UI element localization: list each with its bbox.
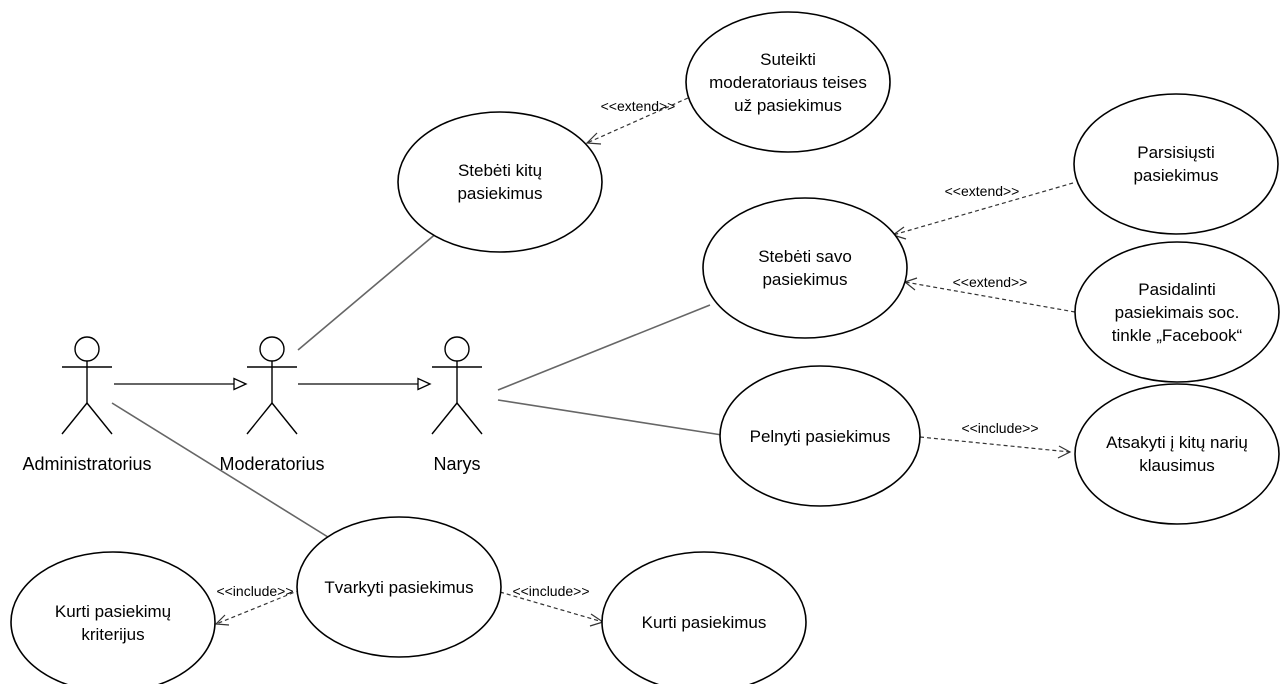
use-case-pasidalinti-line-3: tinkle „Facebook“ bbox=[1112, 326, 1243, 345]
actor-moderatorius-label: Moderatorius bbox=[219, 454, 324, 474]
use-case-kurti[interactable]: Kurti pasiekimus bbox=[601, 551, 807, 684]
use-case-suteikti-line-1: Suteikti bbox=[760, 50, 816, 69]
stereotype-include-kriterijus: <<include>> bbox=[216, 583, 293, 599]
stereotype-include-kurti: <<include>> bbox=[512, 583, 589, 599]
stereotype-extend-parsisiusti: <<extend>> bbox=[945, 183, 1020, 199]
use-case-atsakyti-line-2: klausimus bbox=[1139, 456, 1215, 475]
actor-narys[interactable]: Narys bbox=[431, 336, 483, 474]
actor-administratorius[interactable]: Administratorius bbox=[22, 336, 152, 474]
use-case-stebeti-kitu-line-2: pasiekimus bbox=[457, 184, 542, 203]
use-case-tvarkyti-line-1: Tvarkyti pasiekimus bbox=[324, 578, 473, 597]
use-case-parsisiusti-line-1: Parsisiųsti bbox=[1137, 143, 1214, 162]
stereotype-extend-suteikti: <<extend>> bbox=[601, 98, 676, 114]
actor-moderatorius[interactable]: Moderatorius bbox=[219, 336, 325, 474]
include-pelnyti-atsakyti bbox=[919, 436, 1072, 459]
use-case-atsakyti-line-1: Atsakyti į kitų narių bbox=[1106, 433, 1248, 452]
use-case-suteikti-line-3: už pasiekimus bbox=[734, 96, 842, 115]
assoc-administratorius-tvarkyti bbox=[111, 402, 337, 543]
use-case-kurti-kriterijus-line-1: Kurti pasiekimų bbox=[55, 602, 171, 621]
stick-figure-icon bbox=[246, 336, 298, 435]
use-case-suteikti[interactable]: Suteikti moderatoriaus teises už pasieki… bbox=[685, 11, 891, 153]
stereotype-extend-pasidalinti: <<extend>> bbox=[953, 274, 1028, 290]
assoc-moderatorius-stebeti-kitu bbox=[297, 231, 439, 351]
stick-figure-icon bbox=[61, 336, 113, 435]
use-case-kurti-line-1: Kurti pasiekimus bbox=[642, 613, 767, 632]
use-case-kurti-kriterijus[interactable]: Kurti pasiekimų kriterijus bbox=[10, 551, 216, 684]
use-case-stebeti-savo[interactable]: Stebėti savo pasiekimus bbox=[702, 197, 908, 339]
generalization-admin-moderator bbox=[114, 377, 248, 391]
actor-administratorius-label: Administratorius bbox=[22, 454, 151, 474]
use-case-suteikti-line-2: moderatoriaus teises bbox=[709, 73, 867, 92]
assoc-narys-stebeti-savo bbox=[497, 304, 711, 391]
use-case-stebeti-savo-line-1: Stebėti savo bbox=[758, 247, 852, 266]
use-case-kurti-kriterijus-line-2: kriterijus bbox=[81, 625, 144, 644]
use-case-parsisiusti[interactable]: Parsisiųsti pasiekimus bbox=[1073, 93, 1279, 235]
use-case-stebeti-savo-line-2: pasiekimus bbox=[762, 270, 847, 289]
use-case-pelnyti[interactable]: Pelnyti pasiekimus bbox=[719, 365, 921, 507]
use-case-pelnyti-line-1: Pelnyti pasiekimus bbox=[750, 427, 891, 446]
extend-suteikti-stebeti-kitu bbox=[585, 97, 689, 145]
generalization-moderator-narys bbox=[298, 377, 432, 391]
use-case-atsakyti[interactable]: Atsakyti į kitų narių klausimus bbox=[1074, 383, 1280, 525]
use-case-pasidalinti-line-2: pasiekimais soc. bbox=[1115, 303, 1240, 322]
use-case-pasidalinti-line-1: Pasidalinti bbox=[1138, 280, 1216, 299]
assoc-narys-pelnyti bbox=[497, 399, 723, 436]
stick-figure-icon bbox=[431, 336, 483, 435]
use-case-stebeti-kitu-line-1: Stebėti kitų bbox=[458, 161, 542, 180]
use-case-parsisiusti-line-2: pasiekimus bbox=[1133, 166, 1218, 185]
include-tvarkyti-kriterijus bbox=[214, 589, 301, 626]
actor-narys-label: Narys bbox=[433, 454, 480, 474]
use-case-tvarkyti[interactable]: Tvarkyti pasiekimus bbox=[296, 516, 502, 658]
use-case-stebeti-kitu[interactable]: Stebėti kitų pasiekimus bbox=[397, 111, 603, 253]
stereotype-include-atsakyti: <<include>> bbox=[961, 420, 1038, 436]
use-case-pasidalinti[interactable]: Pasidalinti pasiekimais soc. tinkle „Fac… bbox=[1074, 241, 1280, 383]
